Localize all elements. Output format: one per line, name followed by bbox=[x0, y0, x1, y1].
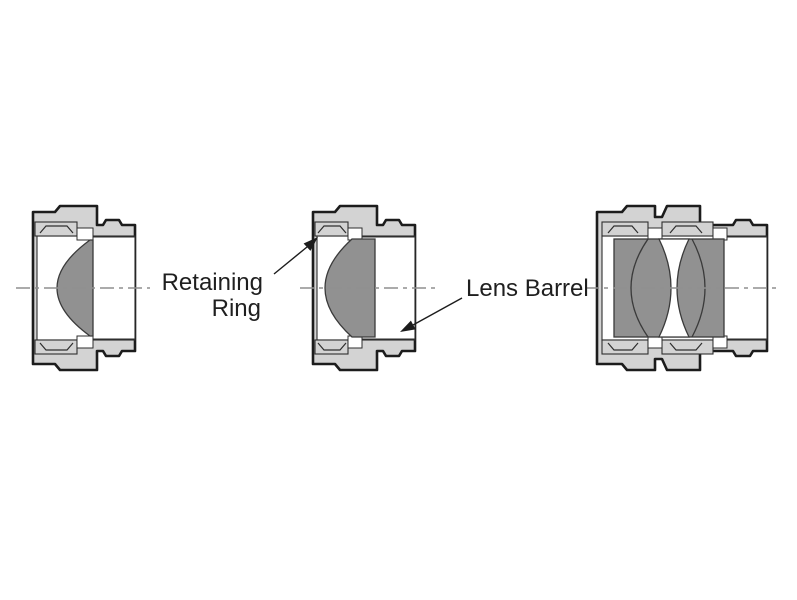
retaining-ring-top bbox=[34, 221, 78, 237]
assembly-single-lens bbox=[16, 204, 150, 372]
retaining-ring-label-line2: Ring bbox=[212, 295, 261, 322]
ring-2-slot-mark-bottom bbox=[669, 342, 703, 351]
assembly-doublet bbox=[585, 204, 779, 372]
ring-notch-2-top bbox=[712, 227, 728, 241]
ring-notch-1-top bbox=[647, 227, 663, 241]
ring-1-slot-mark-top bbox=[607, 225, 639, 234]
ring-slot-mark-bottom bbox=[317, 342, 347, 351]
retaining-ring-2-bottom bbox=[661, 339, 714, 355]
retaining-ring-2-top bbox=[661, 221, 714, 237]
assembly-single-lens-labeled bbox=[300, 204, 437, 372]
ring-2-slot-mark-top bbox=[669, 225, 703, 234]
ring-notch-bottom bbox=[347, 335, 363, 349]
lens-1-front-surface bbox=[630, 238, 649, 338]
ring-1-slot-mark-bottom bbox=[607, 342, 639, 351]
ring-slot-mark-bottom bbox=[39, 342, 74, 351]
retaining-ring-leader-line bbox=[273, 246, 308, 275]
retaining-ring-arrowhead bbox=[303, 237, 318, 251]
ring-notch-1-bottom bbox=[647, 335, 663, 349]
retaining-ring-label-line1: Retaining bbox=[162, 269, 263, 296]
callout-retaining-ring: Retaining Ring bbox=[162, 237, 318, 322]
ring-slot-mark-top bbox=[39, 225, 74, 234]
lens-barrel-leader-line bbox=[412, 297, 463, 326]
ring-notch-top bbox=[76, 227, 94, 241]
retaining-ring-bottom bbox=[34, 339, 78, 355]
ring-notch-top bbox=[347, 227, 363, 241]
retaining-ring-1-top bbox=[601, 221, 649, 237]
ring-slot-mark-top bbox=[317, 225, 347, 234]
ring-notch-2-bottom bbox=[712, 335, 728, 349]
lens-barrel-arrowhead bbox=[400, 320, 416, 332]
callout-lens-barrel: Lens Barrel bbox=[400, 275, 589, 332]
lens-barrel-label: Lens Barrel bbox=[466, 275, 589, 302]
retaining-ring-1-bottom bbox=[601, 339, 649, 355]
ring-notch-bottom bbox=[76, 335, 94, 349]
